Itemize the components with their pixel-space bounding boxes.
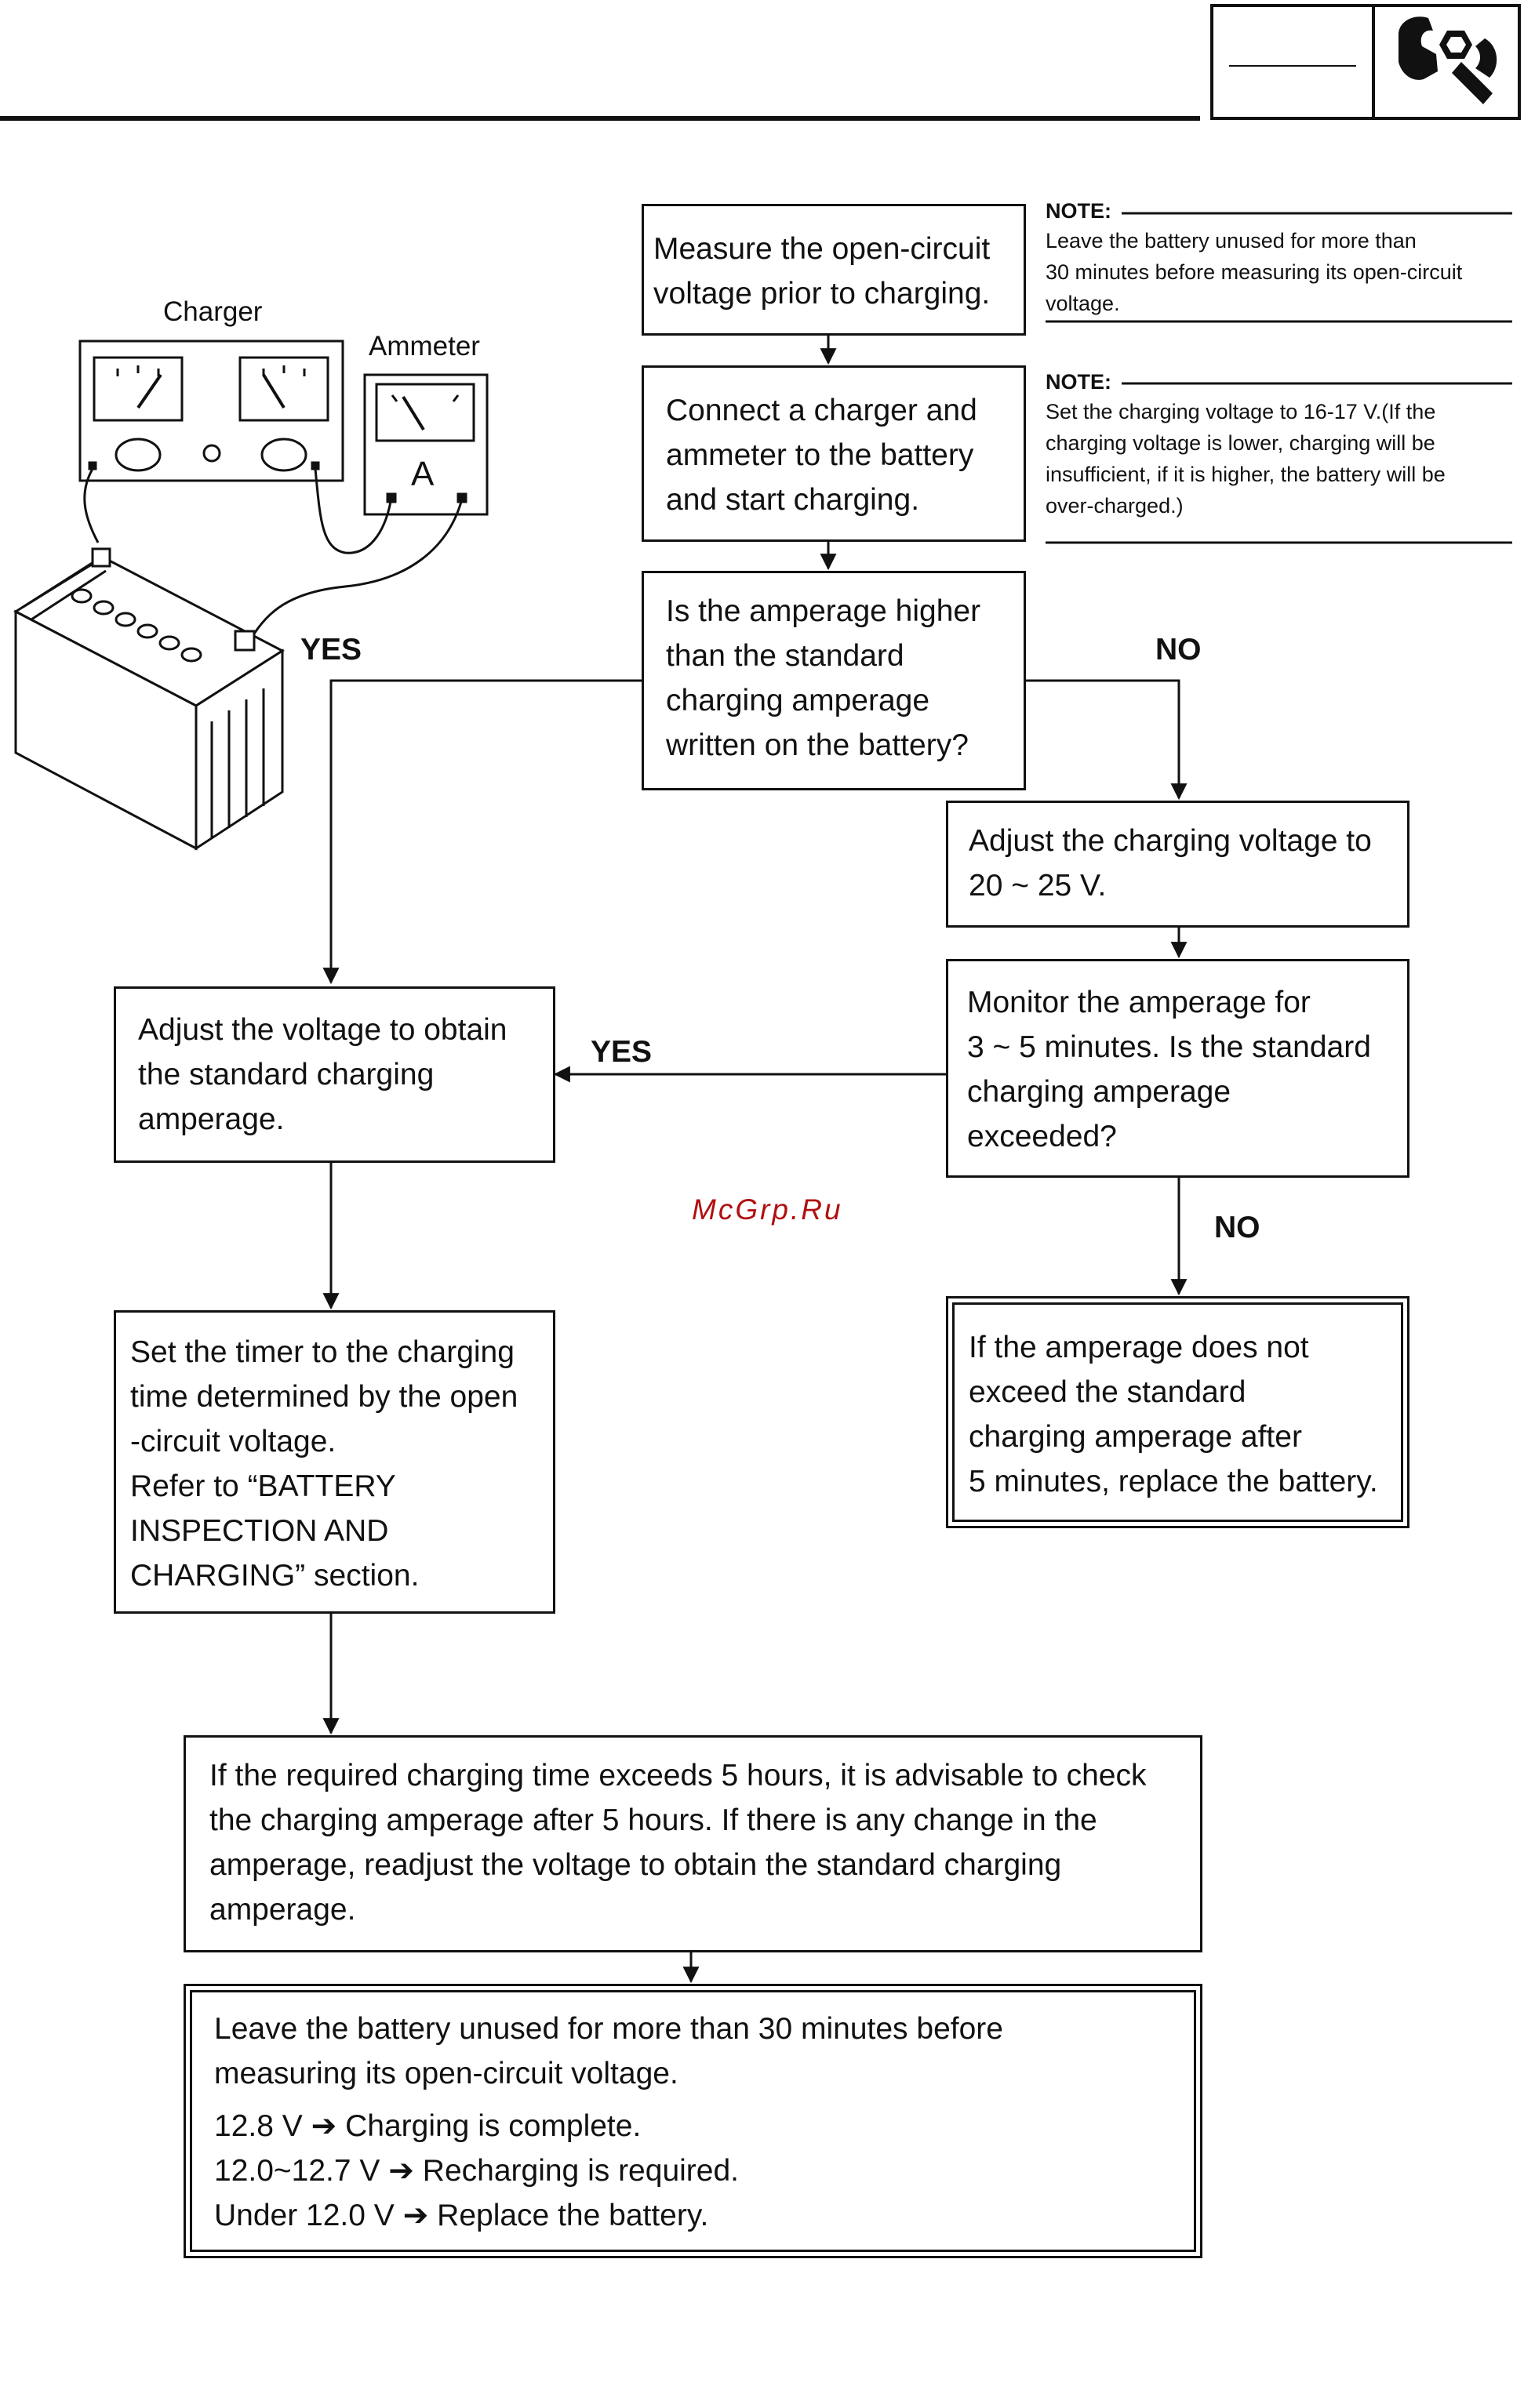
ammeter-dial [375,383,475,442]
step-final-results: 12.8 V ➔ Charging is complete. 12.0~12.7… [214,2109,739,2232]
battery-terminal-neg [91,547,111,568]
battery-side [195,648,284,851]
label-yes-middle: YES [591,1035,653,1069]
step-monitor-text: Monitor the amperage for 3 ~ 5 minutes. … [967,986,1371,1153]
note-1-heading: NOTE: [1046,199,1111,223]
step-adjust-20-25: Adjust the charging voltage to 20 ~ 25 V… [946,801,1409,928]
wire-ammeter-battery [249,501,463,640]
step-check-amperage-text: Is the amperage higher than the standard… [666,594,981,762]
wire-charger-pos [314,468,392,554]
label-no-bottom: NO [1214,1211,1260,1244]
battery-terminal-pos [234,630,256,652]
arrow-yes-to-adjust [322,679,642,985]
step-connect-text: Connect a charger and ammeter to the bat… [666,394,977,517]
note-2: NOTE: Set the charging voltage to 16-17 … [1046,370,1516,521]
label-no-right: NO [1155,633,1202,666]
step-check-amperage: Is the amperage higher than the standard… [642,571,1026,790]
charger-meter-left [93,356,184,422]
note-1: NOTE: Leave the battery unused for more … [1046,199,1516,319]
step-replace-text: If the amperage does not exceed the stan… [969,1331,1378,1498]
wire-charger-neg [83,468,100,543]
step-connect: Connect a charger and ammeter to the bat… [642,365,1026,542]
label-yes-left: YES [300,633,362,666]
step-measure: Measure the open-circuit voltage prior t… [642,204,1026,336]
charger-knob-left [115,438,162,472]
note-2-heading: NOTE: [1046,370,1111,394]
wrench-hex-icon [1399,16,1497,104]
header-code-line [1229,65,1356,67]
step-five-hours: If the required charging time exceeds 5 … [184,1735,1202,1952]
charger-meter-right [238,356,329,422]
ammeter-label: Ammeter [369,331,480,361]
step-final-intro: Leave the battery unused for more than 3… [214,2012,1003,2090]
arrow-no-to-adjust-20 [1024,679,1188,801]
step-final: Leave the battery unused for more than 3… [184,1984,1202,2258]
step-timer: Set the timer to the charging time deter… [114,1310,555,1614]
step-monitor: Monitor the amperage for 3 ~ 5 minutes. … [946,959,1409,1178]
step-adjust-standard: Adjust the voltage to obtain the standar… [114,986,555,1163]
note-1-text: Leave the battery unused for more than 3… [1046,229,1463,315]
step-adjust-20-25-text: Adjust the charging voltage to 20 ~ 25 V… [969,824,1372,903]
header-rule [0,116,1200,121]
step-replace: If the amperage does not exceed the stan… [946,1296,1409,1528]
ammeter-symbol: A [411,455,435,493]
step-timer-text: Set the timer to the charging time deter… [130,1335,518,1593]
watermark: McGrp.Ru [692,1193,843,1226]
ammeter-body [363,373,489,516]
charger-switch [202,444,221,463]
step-adjust-standard-text: Adjust the voltage to obtain the standar… [138,1013,507,1136]
step-five-hours-text: If the required charging time exceeds 5 … [209,1759,1147,1927]
note-2-text: Set the charging voltage to 16-17 V.(If … [1046,400,1446,518]
charger-knob-right [260,438,307,472]
charger-ammeter-battery-illustration [13,340,489,851]
header-icon-box [1372,4,1521,120]
step-measure-text: Measure the open-circuit voltage prior t… [653,232,991,311]
charger-label: Charger [163,296,263,327]
charger-body [78,340,344,482]
